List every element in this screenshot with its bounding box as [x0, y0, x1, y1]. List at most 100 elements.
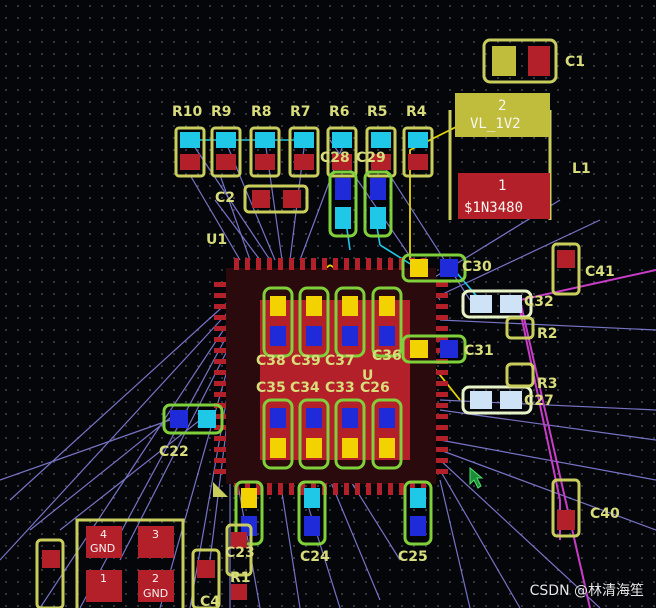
- u1-pin-left: [214, 425, 226, 430]
- u1-pin-left: [214, 293, 226, 298]
- label-c23: C23: [225, 545, 255, 561]
- l1-inductor[interactable]: [448, 93, 552, 220]
- u1-pin-right: [436, 337, 448, 342]
- u1-pin-left: [214, 436, 226, 441]
- resistor-outline: [326, 126, 358, 178]
- label-c33: C33: [325, 380, 355, 396]
- cap-outline: [334, 398, 366, 470]
- u1-pin-left: [214, 304, 226, 309]
- resistor-pad: [408, 154, 428, 170]
- u1-footprint[interactable]: [213, 258, 448, 497]
- cap-outline: [401, 334, 467, 364]
- u1-pin-right: [436, 282, 448, 287]
- u1-pin-bottom: [377, 483, 382, 495]
- watermark: CSDN @林清海笙: [529, 583, 644, 599]
- label-r7: R7: [290, 104, 311, 120]
- u1-pin-top: [388, 258, 393, 270]
- pin1-marker: [213, 482, 228, 497]
- u1-pin-top: [311, 258, 316, 270]
- u1-pin-bottom: [278, 483, 283, 495]
- u1-pin-right: [436, 304, 448, 309]
- u1-pin-bottom: [344, 483, 349, 495]
- cap-outline: [262, 398, 294, 470]
- u1-pin-right: [436, 315, 448, 320]
- c22-outline: [162, 403, 224, 435]
- conn-pin2-number: 2: [152, 572, 159, 585]
- connector-footprint[interactable]: [75, 518, 185, 608]
- label-c2: C2: [215, 190, 235, 206]
- l1-pin1-number: 1: [498, 178, 506, 194]
- resistor-pad: [408, 132, 428, 148]
- cap-pad: [342, 326, 358, 346]
- cap-pad: [440, 259, 458, 277]
- cap-pad: [410, 259, 428, 277]
- cap-pad: [500, 295, 522, 313]
- resistor-pad: [371, 154, 391, 170]
- l1-pin2-number: 2: [498, 98, 506, 114]
- cap-outline: [298, 398, 330, 470]
- cap-outline: [297, 480, 327, 546]
- label-r3: R3: [537, 376, 558, 392]
- u1-pin-top: [366, 258, 371, 270]
- l1-pin2-net: VL_1V2: [470, 116, 521, 132]
- c41-capacitor[interactable]: [551, 242, 581, 296]
- label-u1: U1: [206, 232, 227, 248]
- resistor-pad: [216, 154, 236, 170]
- cap-pad: [306, 296, 322, 316]
- label-r5: R5: [367, 104, 388, 120]
- label-r1: R1: [230, 570, 251, 586]
- c4-capacitor[interactable]: [191, 548, 221, 608]
- cursor-icon: [469, 466, 484, 489]
- cap-pad: [410, 340, 428, 358]
- cap-pad: [241, 488, 257, 508]
- u1-pin-left: [214, 458, 226, 463]
- c1-capacitor[interactable]: [482, 38, 558, 84]
- u1-pin-top: [300, 258, 305, 270]
- cap-outline: [371, 286, 403, 358]
- u1-pin-left: [214, 381, 226, 386]
- cap-outline: [262, 286, 294, 358]
- resistor-pad: [255, 154, 275, 170]
- u1-pin-top: [333, 258, 338, 270]
- cap-pad: [342, 296, 358, 316]
- label-r9: R9: [211, 104, 232, 120]
- silkscreen-labels: R10 R9 R8 R7 R6 R5 R4 C1 C2 L1 U1 C30 C3…: [90, 54, 620, 608]
- cap-outline: [363, 170, 393, 238]
- cap-pad: [470, 295, 492, 313]
- label-c41: C41: [585, 264, 615, 280]
- u1-pin-top: [289, 258, 294, 270]
- cap-pad: [304, 488, 320, 508]
- resistor-outline: [365, 126, 397, 178]
- u1-pin-right: [436, 425, 448, 430]
- passive-components[interactable]: [162, 126, 535, 546]
- cap-pad: [270, 438, 286, 458]
- u1-pin-bottom: [355, 483, 360, 495]
- label-r8: R8: [251, 104, 272, 120]
- cap-outline: [298, 286, 330, 358]
- resistor-pad: [180, 132, 200, 148]
- u1-pin-top: [245, 258, 250, 270]
- cap-pad: [470, 391, 492, 409]
- u1-pin-bottom: [399, 483, 404, 495]
- u1-pin-left: [214, 348, 226, 353]
- cap-pad: [198, 410, 216, 428]
- cap-pad: [410, 488, 426, 508]
- label-c32: C32: [524, 294, 554, 310]
- cap-outline: [371, 398, 403, 470]
- label-r2: R2: [537, 326, 558, 342]
- label-c37: C37: [325, 353, 355, 369]
- label-c38: C38: [256, 353, 286, 369]
- resistor-pad: [180, 154, 200, 170]
- label-c36: C36: [372, 348, 402, 364]
- r2-outline: [505, 316, 535, 340]
- u1-pin-left: [214, 447, 226, 452]
- conn-pin2-net: GND: [143, 587, 168, 600]
- u1-pin-top: [256, 258, 261, 270]
- conn-pin3-number: 3: [152, 528, 159, 541]
- left-small-part[interactable]: [35, 538, 65, 608]
- label-c31: C31: [464, 343, 494, 359]
- c40-capacitor[interactable]: [551, 478, 581, 538]
- r1-resistor[interactable]: [225, 523, 253, 600]
- label-c4: C4: [200, 594, 220, 608]
